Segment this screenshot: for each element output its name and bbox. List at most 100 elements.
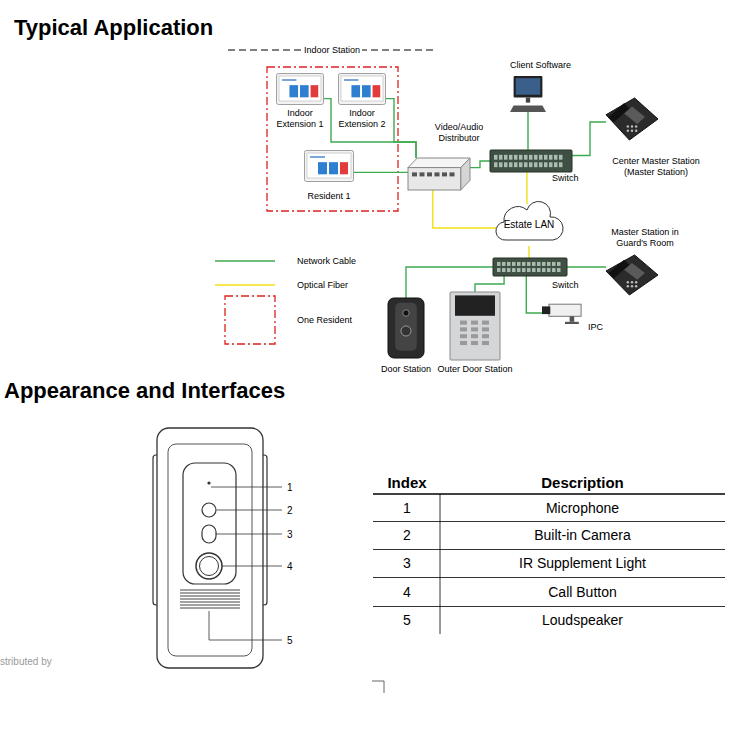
microphone-hole: [207, 481, 210, 484]
icon-part: [388, 298, 424, 358]
icon-part: [547, 262, 551, 266]
icon-part: [427, 172, 432, 176]
table-header: Description: [440, 473, 725, 492]
node-label: IPC: [588, 322, 618, 333]
node-label: Video/Audio Distributor: [430, 122, 488, 144]
table-cell: Call Button: [440, 583, 725, 601]
table-cell: Microphone: [440, 499, 725, 517]
icon-part: [329, 162, 338, 174]
ip-camera: IPC: [542, 302, 588, 324]
device-icon: [606, 255, 658, 295]
icon-part: [542, 268, 546, 272]
icon-part: [606, 255, 658, 295]
node-label: Client Software: [510, 60, 600, 71]
callout-number: 3: [287, 528, 293, 541]
icon-part: [504, 155, 508, 160]
icon-part: [519, 162, 523, 167]
call-button-ring: [200, 557, 219, 576]
node-label: Indoor Extension 1: [270, 108, 330, 130]
icon-part: [527, 262, 531, 266]
icon-part: [502, 268, 506, 272]
speaker-grille: [180, 590, 240, 608]
icon-part: [507, 262, 511, 266]
callout-number: 1: [287, 481, 293, 494]
icon-part: [631, 281, 633, 283]
heading: Typical Application: [14, 15, 213, 41]
optical-fiber: [433, 190, 496, 228]
legend-label: Network Cable: [297, 256, 356, 267]
section-heading: Appearance and Interfaces: [4, 377, 285, 405]
icon-part: [547, 268, 551, 272]
icon-part: [624, 263, 645, 280]
network-cable: [526, 276, 542, 313]
icon-part: [627, 281, 629, 283]
icon-part: [557, 262, 561, 266]
network-cable: [324, 99, 416, 158]
callout-number: 4: [287, 560, 293, 573]
node-label: Switch: [552, 280, 592, 291]
icon-part: [408, 158, 470, 168]
device-icon: [493, 258, 567, 276]
icon-part: [482, 321, 489, 325]
icon-part: [339, 74, 386, 105]
icon-part: [344, 79, 358, 81]
icon-part: [529, 155, 533, 160]
leader-line: [209, 487, 282, 640]
door-station-recess: [168, 444, 252, 656]
icon-part: [471, 327, 478, 331]
icon-part: [507, 268, 511, 272]
device-icon: [542, 302, 588, 324]
legend-line-sample: [215, 284, 275, 286]
device-icon: [450, 292, 500, 360]
icon-part: [554, 162, 558, 167]
node-label: Center Master Station (Master Station): [604, 156, 708, 178]
call-button: [196, 553, 222, 579]
crop-mark: [372, 681, 384, 693]
network-cable: [470, 161, 490, 168]
icon-part: [460, 334, 467, 338]
icon-part: [532, 268, 536, 272]
outer-door-station: Outer Door Station: [450, 292, 500, 360]
icon-part: [510, 106, 546, 112]
network-cable: [386, 99, 416, 158]
icon-part: [537, 268, 541, 272]
door-station: Door Station: [388, 298, 424, 358]
optical-fiber: [528, 246, 529, 258]
icon-part: [403, 310, 409, 316]
optical-fiber: [526, 172, 527, 204]
icon-part: [341, 76, 383, 101]
icon-part: [544, 155, 548, 160]
icon-part: [549, 155, 553, 160]
icon-part: [627, 125, 629, 127]
device-icon: [304, 150, 354, 182]
icon-part: [496, 201, 563, 240]
table-cell: 4: [374, 583, 440, 601]
icon-part: [627, 130, 629, 132]
icon-part: [351, 85, 360, 97]
resident-group: [267, 67, 398, 211]
icon-part: [522, 268, 526, 272]
icon-part: [282, 79, 296, 81]
icon-part: [435, 172, 440, 176]
icon-part: [460, 327, 467, 331]
master-station: Master Station in Guard's Room: [606, 255, 658, 295]
icon-part: [526, 98, 530, 103]
icon-part: [537, 262, 541, 266]
icon-part: [606, 98, 658, 140]
network-cable: [475, 276, 504, 292]
icon-part: [494, 162, 498, 167]
distributor: Video/Audio Distributor: [408, 158, 470, 190]
icon-part: [516, 78, 540, 95]
icon-part: [450, 292, 500, 360]
callout-number: 5: [287, 634, 293, 647]
icon-part: [517, 262, 521, 266]
callout-number: 2: [287, 504, 293, 517]
client-pc: Client Software: [510, 76, 546, 112]
legend-label: One Resident: [297, 315, 352, 326]
icon-part: [401, 326, 411, 336]
icon-part: [494, 155, 498, 160]
icon-part: [624, 106, 645, 124]
icon-part: [509, 155, 513, 160]
network-cable: [354, 172, 408, 173]
